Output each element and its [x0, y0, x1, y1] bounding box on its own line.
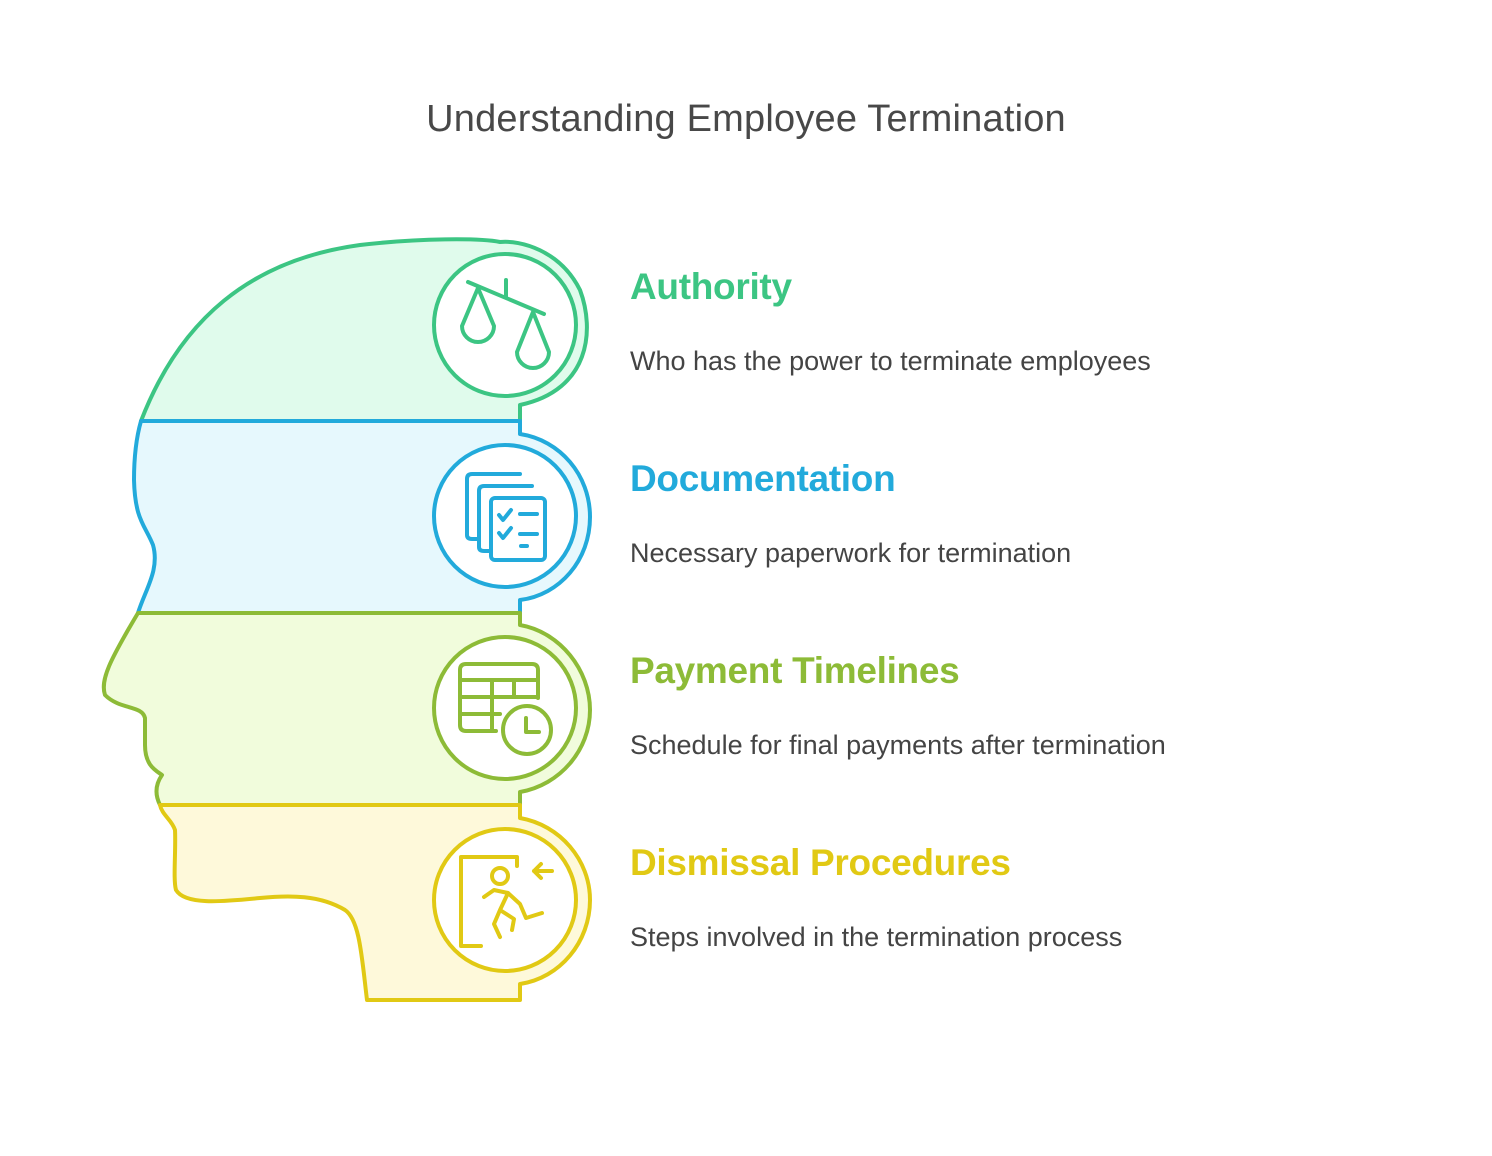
item-description: Necessary paperwork for termination — [630, 538, 1072, 568]
item-documentation: Documentation Necessary paperwork for te… — [630, 458, 1071, 569]
band-documentation — [132, 419, 592, 615]
documents-checklist-icon — [465, 472, 547, 562]
item-heading: Dismissal Procedures — [630, 842, 1011, 883]
band-dismissal-procedures — [158, 803, 592, 1002]
item-description: Schedule for final payments after termin… — [630, 730, 1166, 760]
item-heading: Payment Timelines — [630, 650, 960, 691]
item-payment-timelines: Payment Timelines Schedule for final pay… — [630, 650, 1166, 761]
item-dismissal-procedures: Dismissal Procedures Steps involved in t… — [630, 842, 1122, 953]
spreadsheet-clock-icon — [458, 662, 553, 756]
band-payment-timelines — [101, 611, 592, 807]
scales-icon — [460, 278, 551, 370]
item-heading: Documentation — [630, 458, 896, 499]
item-heading: Authority — [630, 266, 792, 307]
exit-running-person-icon — [459, 855, 554, 948]
band-authority — [139, 237, 589, 423]
diagram-title: Understanding Employee Termination — [426, 98, 1066, 140]
item-description: Who has the power to terminate employees — [630, 346, 1151, 376]
item-description: Steps involved in the termination proces… — [630, 922, 1123, 952]
item-authority: Authority Who has the power to terminate… — [630, 266, 1151, 377]
